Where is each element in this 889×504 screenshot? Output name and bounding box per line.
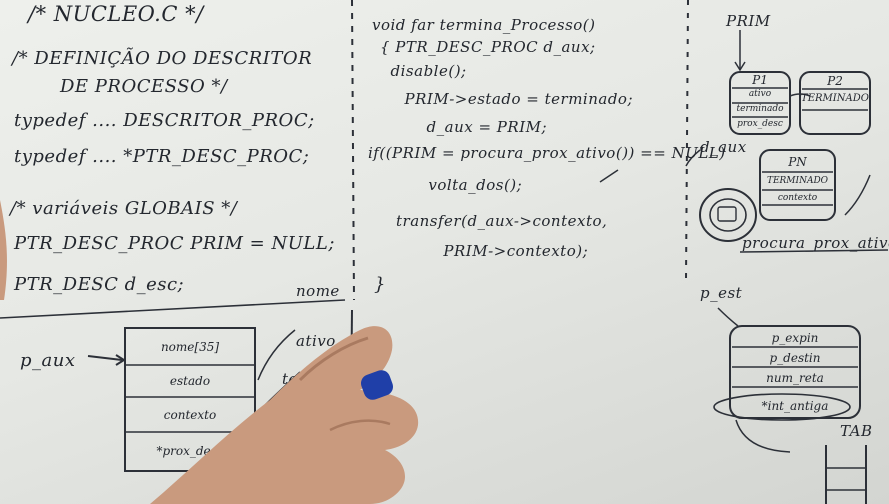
box1-field-ativo: ativo	[748, 89, 772, 99]
p-est-label: p_est	[700, 284, 743, 302]
box1-field-terminado: terminado	[736, 104, 784, 114]
code-line-6: if((PRIM = procura_prox_ativo()) == NULL…	[368, 144, 726, 162]
side-note-ativo: ativo	[296, 332, 336, 350]
code-line-3: disable();	[380, 62, 467, 80]
d-aux-label: d_aux	[700, 138, 747, 156]
prim-label: PRIM	[726, 12, 771, 30]
side-note-nome: nome	[296, 282, 340, 300]
right-struct-field-2: p_destin	[769, 351, 821, 365]
code-line-2: { PTR_DESC_PROC d_aux;	[380, 38, 596, 56]
box3-title: PN	[788, 155, 807, 169]
box2-title: P2	[827, 74, 843, 88]
code-line-7: volta_dos();	[402, 176, 523, 194]
right-struct-field-3: num_reta	[766, 371, 824, 385]
right-struct-field-1: p_expin	[771, 331, 819, 345]
code-line-9: PRIM->contexto);	[396, 242, 589, 260]
struct-pointer-label: p_aux	[20, 350, 76, 371]
tab-label: TAB	[840, 422, 873, 440]
comment-definition: /* DEFINIÇÃO DO DESCRITOR	[12, 48, 313, 69]
code-line-4: PRIM->estado = terminado;	[394, 90, 634, 108]
box2-field-terminado: TERMINADO	[801, 93, 869, 104]
code-line-10: }	[374, 274, 386, 295]
procura-label: procura_prox_ativo	[742, 234, 889, 252]
struct-field-contexto: contexto	[163, 408, 217, 422]
struct-field-nome: nome[35]	[160, 340, 220, 354]
box3-field-terminado: TERMINADO	[766, 176, 829, 186]
code-line-1: void far termina_Processo()	[372, 16, 596, 34]
box1-field-prox: prox_desc	[737, 119, 783, 129]
right-struct-field-4: *int_antiga	[761, 399, 829, 413]
comment-definition-cont: DE PROCESSO */	[60, 76, 228, 97]
global-d-esc: PTR_DESC d_esc;	[14, 274, 185, 295]
code-line-8: transfer(d_aux->contexto,	[396, 212, 608, 230]
typedef-descritor: typedef .... DESCRITOR_PROC;	[14, 110, 315, 131]
box3-field-contexto: contexto	[777, 193, 818, 203]
filename-comment: /* NUCLEO.C */	[28, 2, 204, 26]
code-line-5: d_aux = PRIM;	[416, 118, 548, 136]
comment-globals: /* variáveis GLOBAIS */	[10, 198, 238, 219]
box1-title: P1	[752, 73, 768, 87]
typedef-ptr-desc: typedef .... *PTR_DESC_PROC;	[14, 146, 310, 167]
global-prim: PTR_DESC_PROC PRIM = NULL;	[14, 233, 335, 254]
struct-field-estado: estado	[169, 374, 211, 388]
